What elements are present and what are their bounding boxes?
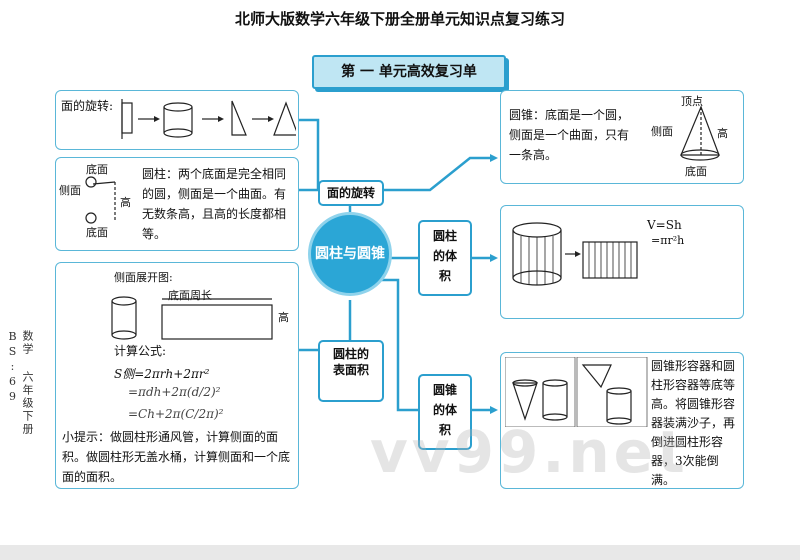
- rotation-diagram: [121, 99, 296, 139]
- cylinder-base-bottom-label: 底面: [86, 226, 108, 239]
- cone-figure: [680, 105, 720, 161]
- center-topic: 圆柱与圆锥: [308, 212, 392, 296]
- cone-definition-text: 圆锥：底面是一个圆，侧面是一个曲面，只有一条高。: [509, 108, 630, 162]
- cone-definition-panel: 圆锥：底面是一个圆，侧面是一个曲面，只有一条高。 顶点 侧面 高 底面: [500, 90, 744, 184]
- cylinder-volume-panel: V=Sh =πr²h: [500, 205, 744, 319]
- volume-formula-1: V=Sh: [647, 218, 682, 232]
- center-topic-label: 圆柱与圆锥: [315, 246, 385, 262]
- page-title: 北师大版数学六年级下册全册单元知识点复习练习: [234, 10, 565, 28]
- cylinder-figure: [85, 176, 116, 224]
- height-label: 高: [278, 311, 289, 324]
- rotation-node: 面的旋转: [318, 180, 384, 206]
- formula-line-3: =Ch+2π(C/2π)²: [128, 407, 224, 421]
- rotation-panel: 面的旋转:: [55, 90, 299, 150]
- formula-line-1: S侧=2πrh+2πr²: [114, 367, 210, 381]
- rotation-node-label: 面的旋转: [326, 186, 375, 200]
- cylinder-definition-panel: 底面 侧面 底面 高 圆柱：两个底面是完全相同的圆，侧面是一个曲面。有无数条高，…: [55, 157, 299, 251]
- formula-title: 计算公式:: [114, 344, 167, 358]
- cylinder-surface-panel: 侧面展开图: 底面周长 高 计算公式: S侧=2πrh+2πr² =πdh+2π…: [55, 262, 299, 489]
- cylinder-volume-node-label: 圆柱的体积: [433, 229, 458, 283]
- cone-side-label: 侧面: [651, 125, 673, 138]
- volume-formula-2: =πr²h: [651, 234, 685, 247]
- unfold-label: 侧面展开图:: [114, 271, 173, 284]
- cylinder-slices-figure: [512, 222, 638, 286]
- watermark: vv99.net: [370, 418, 689, 486]
- cylinder-surface-node: 圆柱的表面积: [318, 340, 384, 402]
- cone-volume-node: 圆锥的体积: [418, 374, 472, 450]
- cone-base-label: 底面: [685, 165, 707, 178]
- cone-volume-text: 圆锥形容器和圆柱形容器等底等高。将圆锥形容器装满沙子，再倒进圆柱形容器，3次能倒…: [651, 359, 736, 487]
- cone-apex-label: 顶点: [681, 95, 703, 108]
- cylinder-surface-node-label: 圆柱的表面积: [332, 347, 369, 377]
- formula-line-2: =πdh+2π(d/2)²: [128, 385, 221, 399]
- unfold-diagram: [111, 296, 273, 340]
- cylinder-base-top-label: 底面: [86, 163, 108, 176]
- cylinder-volume-node: 圆柱的体积: [418, 220, 472, 296]
- unit-banner: 第 一 单元高效复习单: [312, 55, 506, 89]
- unit-banner-text: 第 一 单元高效复习单: [341, 64, 477, 80]
- cylinder-height-label: 高: [120, 196, 131, 209]
- cone-height-label: 高: [717, 127, 728, 140]
- cylinder-definition-text: 圆柱：两个底面是完全相同的圆，侧面是一个曲面。有无数条高，且高的长度都相等。: [142, 167, 287, 241]
- cone-volume-panel: 圆锥形容器和圆柱形容器等底等高。将圆锥形容器装满沙子，再倒进圆柱形容器，3次能倒…: [500, 352, 744, 489]
- surface-tip-text: 小提示：做圆柱形通风管，计算侧面的面积。做圆柱形无盖水桶，计算侧面和一个底面的面…: [62, 430, 291, 484]
- rotation-label: 面的旋转:: [61, 99, 114, 113]
- side-page-label: 数学 六年级下册 BS:69: [6, 330, 34, 436]
- cone-pour-figure: [505, 357, 648, 427]
- cylinder-side-label: 侧面: [59, 184, 81, 197]
- bottom-margin-strip: [0, 545, 800, 560]
- cone-volume-node-label: 圆锥的体积: [433, 383, 458, 437]
